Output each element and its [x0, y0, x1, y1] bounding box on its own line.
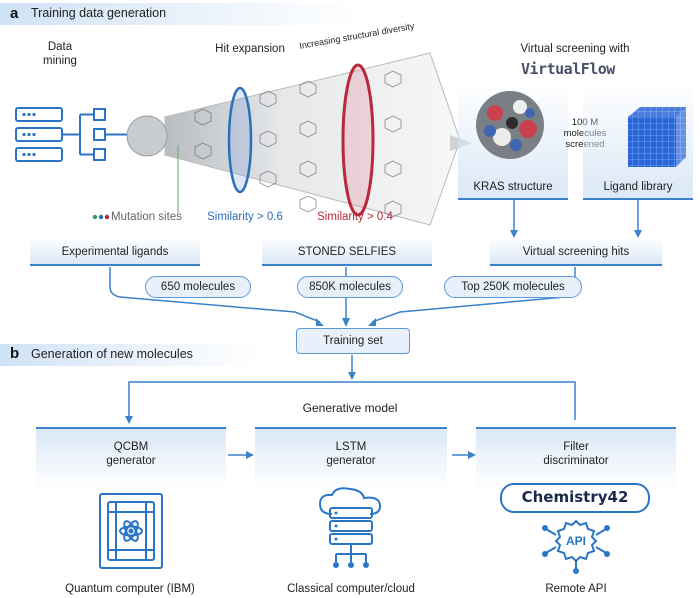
filter-label: Filter discriminator: [476, 440, 676, 468]
filter-box: [476, 427, 676, 489]
data-mining-label: Data mining: [30, 40, 90, 68]
chemistry42-logo: [500, 483, 650, 513]
ligand-library-label: Ligand library: [603, 181, 673, 193]
section-a-title: Training data generation: [31, 6, 167, 20]
qcbm-line1: QCBM: [113, 441, 149, 453]
hit-expansion-funnel: [126, 52, 472, 226]
lstm-line2: generator: [326, 455, 376, 467]
vs-hits-label: Virtual screening hits: [522, 246, 630, 258]
mutation-sites-label: Mutation sites: [111, 211, 182, 223]
section-b-letter: b: [10, 345, 20, 362]
experimental-ligands-box: [30, 238, 200, 266]
mutation-dots-icon: [92, 214, 110, 220]
chemistry42-text: Chemistry42: [521, 488, 629, 506]
generative-model-label: Generative model: [302, 401, 398, 415]
lstm-label: LSTM generator: [255, 440, 447, 468]
classical-computer-label: Classical computer/cloud: [287, 583, 415, 595]
stoned-selfies-box: [262, 238, 432, 266]
training-set-box: Training set: [296, 328, 410, 354]
remote-api-label: Remote API: [545, 583, 607, 595]
similarity-04-label: Similarity > 0.4: [317, 211, 393, 223]
count-pill-stoned: 850K molecules: [297, 276, 403, 298]
vs-hits-box: [490, 238, 662, 266]
api-text: API: [565, 534, 586, 548]
section-b-header: [0, 344, 260, 366]
quantum-computer-icon: [99, 493, 163, 569]
api-icon: [542, 519, 610, 574]
qcbm-box: [36, 427, 226, 489]
database-icon: [15, 107, 128, 162]
qcbm-label: QCBM generator: [36, 440, 226, 468]
hit-expansion-label: Hit expansion: [215, 43, 285, 55]
ligand-cube-icon: [628, 107, 686, 167]
section-b-title: Generation of new molecules: [31, 347, 193, 361]
data-mining-line2: mining: [43, 55, 77, 67]
section-a-header: [0, 3, 360, 25]
similarity-06-label: Similarity > 0.6: [207, 211, 283, 223]
section-a-letter: a: [10, 5, 19, 22]
qcbm-line2: generator: [106, 455, 156, 467]
virtualflow-logo: VirtualFlow: [521, 60, 615, 78]
kras-label: KRAS structure: [473, 181, 553, 193]
quantum-computer-label: Quantum computer (IBM): [65, 583, 195, 595]
filter-line1: Filter: [563, 441, 589, 453]
stoned-selfies-label: STONED SELFIES: [297, 246, 397, 258]
training-set-label: Training set: [323, 335, 383, 347]
kras-protein-icon: [476, 91, 544, 159]
filter-line2: discriminator: [543, 455, 609, 467]
cloud-server-icon: [318, 487, 382, 568]
lstm-box: [255, 427, 447, 489]
count-pill-experimental: 650 molecules: [145, 276, 251, 298]
virtual-screening-title: Virtual screening with: [520, 43, 630, 55]
data-mining-line1: Data: [47, 41, 73, 53]
lstm-line1: LSTM: [335, 441, 367, 453]
count-pill-vs-hits: Top 250K molecules: [444, 276, 582, 298]
experimental-ligands-label: Experimental ligands: [61, 246, 169, 258]
